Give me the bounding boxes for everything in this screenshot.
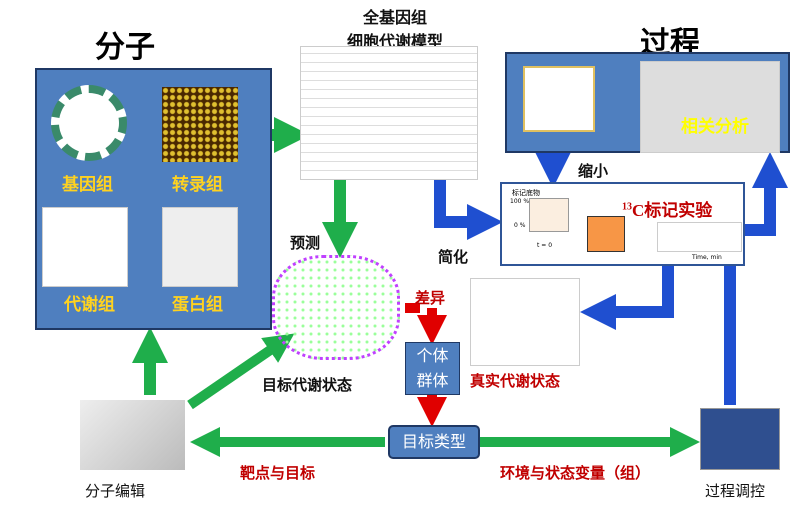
labeling-experiment-box: 标记底物 100 % 0 % t = 0 13C标记实验 Time, min (500, 182, 745, 266)
population-label: 群体 (416, 371, 449, 390)
genome-label: 基因组 (62, 175, 113, 195)
step-plot (529, 198, 569, 232)
individual-population-box: 个体 群体 (405, 342, 460, 395)
process-curves-image: 相关分析 (640, 61, 780, 153)
targets-label: 靶点与目标 (240, 464, 316, 482)
labeling-title: 13C标记实验 (622, 201, 713, 220)
time-axis-label: Time, min (692, 254, 722, 261)
model-title: 全基因组 细胞代谢模型 (340, 4, 450, 52)
simplify-label: 简化 (438, 248, 469, 266)
green-arrows (132, 117, 700, 457)
molecule-box: 基因组 转录组 代谢组 蛋白组 (35, 68, 272, 330)
shrink-label: 缩小 (578, 162, 609, 180)
process-control-image (700, 408, 780, 470)
bioreactor-image (523, 66, 595, 132)
correlation-label: 相关分析 (681, 117, 749, 137)
transcriptome-label: 转录组 (172, 175, 223, 195)
real-network-image (470, 278, 580, 366)
individual-label: 个体 (416, 346, 449, 365)
difference-label: 差异 (415, 289, 446, 307)
predicted-network-image (272, 255, 400, 360)
protein-gel-image (162, 207, 238, 287)
metabolite-spectrum-image (42, 207, 128, 287)
real-state-label: 真实代谢状态 (470, 372, 561, 390)
predict-label: 预测 (290, 234, 321, 252)
t0-label: t = 0 (537, 242, 553, 249)
pct100-label: 100 % (510, 198, 530, 205)
reactor-icon (587, 216, 625, 252)
proteome-label: 蛋白组 (172, 295, 223, 315)
substrate-label: 标记底物 (512, 189, 540, 197)
molecule-title: 分子 (95, 30, 155, 65)
labeling-curves (657, 222, 742, 252)
scissors-dna-image (80, 400, 185, 470)
process-control-label: 过程调控 (705, 482, 766, 500)
process-box: 相关分析 (505, 52, 790, 153)
metabolic-model-image (300, 46, 478, 180)
mol-edit-label: 分子编辑 (85, 482, 146, 500)
target-type-box: 目标类型 (388, 425, 480, 459)
genome-map-image (51, 85, 127, 161)
env-vars-label: 环境与状态变量（组） (500, 464, 651, 482)
pct0-label: 0 % (514, 222, 526, 229)
model-title-line1: 全基因组 (362, 8, 427, 27)
microarray-image (162, 87, 238, 162)
metabolome-label: 代谢组 (64, 295, 115, 315)
target-state-label: 目标代谢状态 (262, 376, 353, 394)
